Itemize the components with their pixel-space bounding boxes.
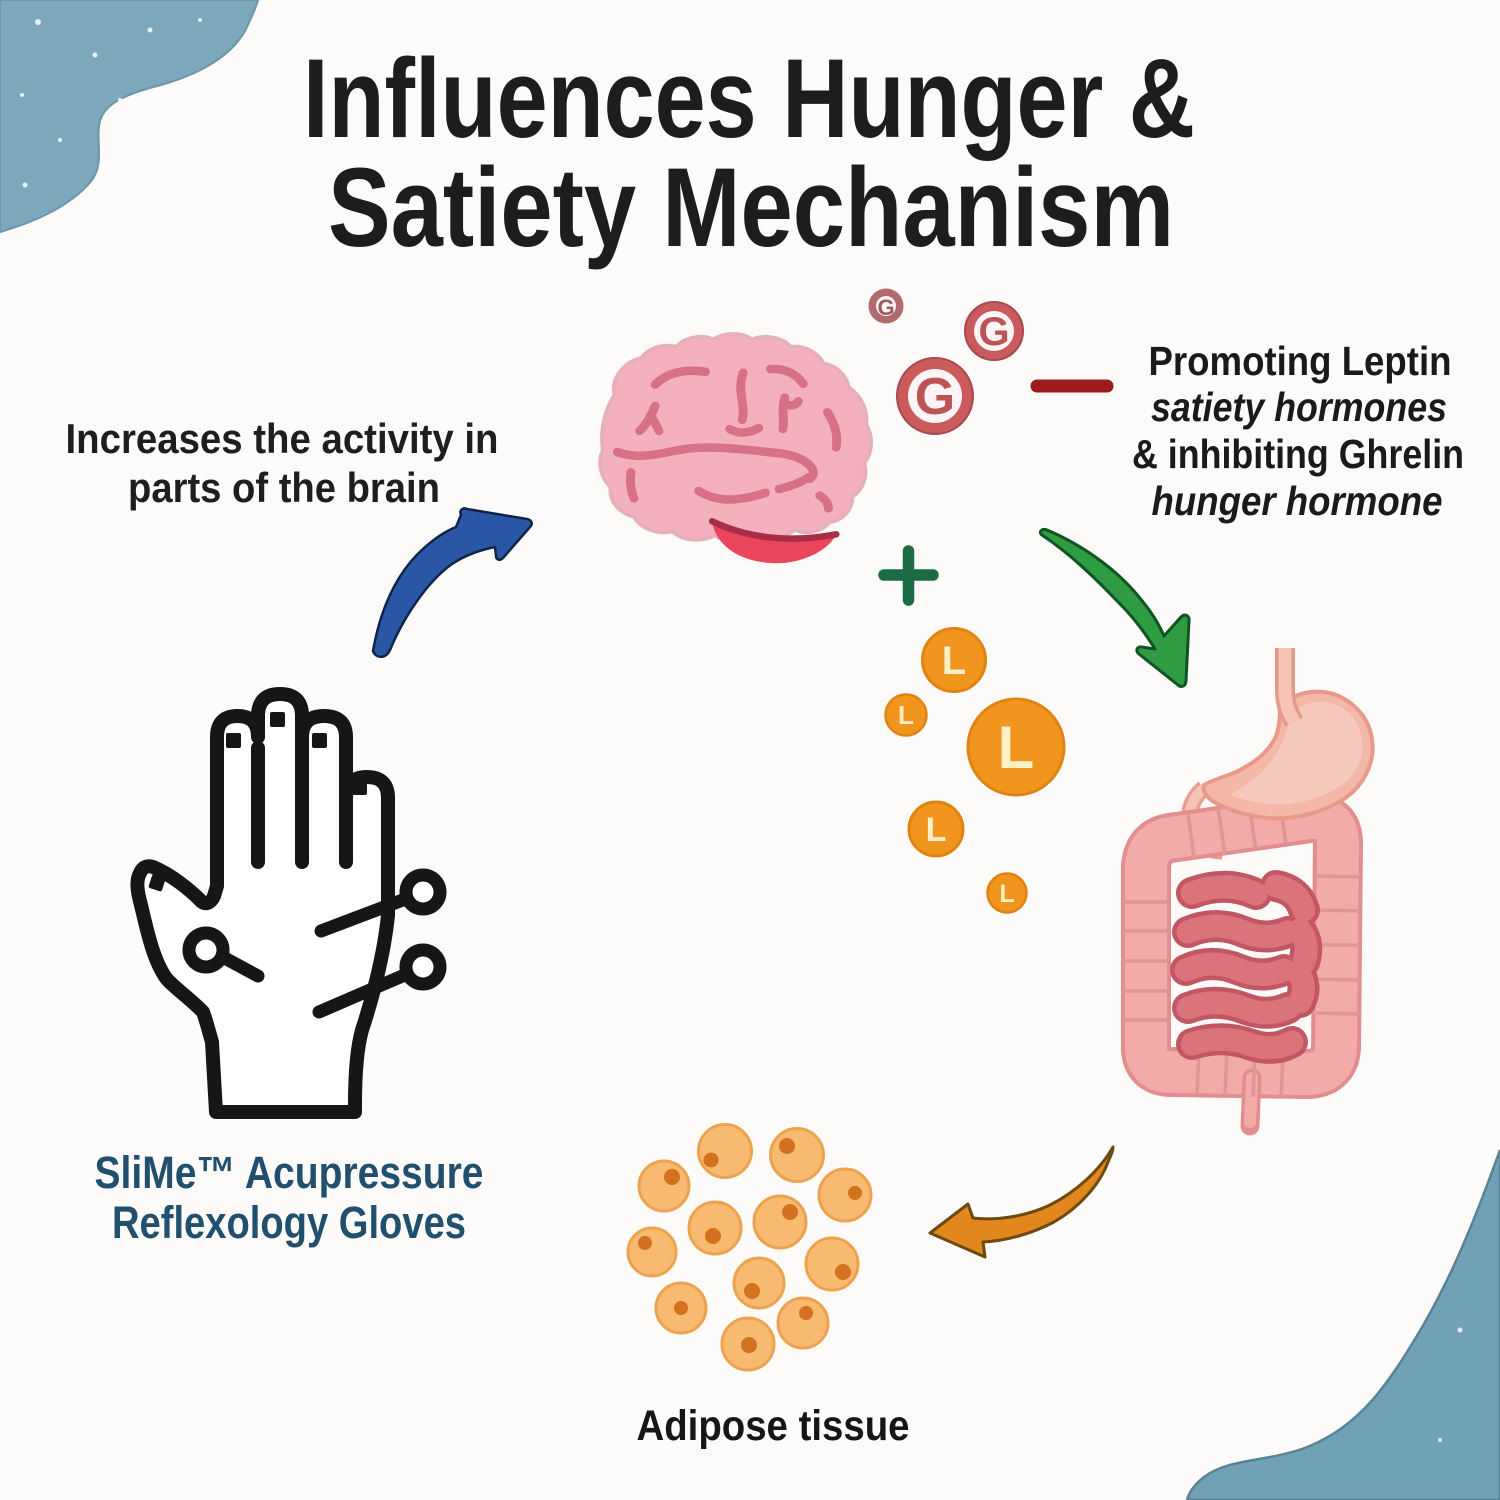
svg-text:L: L [898, 700, 914, 730]
svg-text:hunger hormone: hunger hormone [1152, 478, 1443, 524]
svg-text:Increases the activity in: Increases the activity in [66, 415, 499, 462]
svg-text:& inhibiting Ghrelin: & inhibiting Ghrelin [1132, 431, 1464, 477]
svg-text:L: L [999, 880, 1014, 908]
svg-text:Reflexology Gloves: Reflexology Gloves [112, 1197, 466, 1248]
svg-text:G: G [877, 295, 894, 320]
svg-text:L: L [926, 811, 947, 849]
svg-text:Adipose tissue: Adipose tissue [637, 1402, 910, 1450]
svg-text:G: G [978, 310, 1009, 354]
svg-text:L: L [942, 639, 966, 683]
svg-text:Promoting Leptin: Promoting Leptin [1149, 338, 1452, 384]
svg-text:parts of the brain: parts of the brain [128, 464, 440, 511]
svg-text:G: G [915, 368, 955, 426]
svg-text:SliMe™ Acupressure: SliMe™ Acupressure [95, 1147, 484, 1198]
svg-text:Satiety Mechanism: Satiety Mechanism [328, 145, 1174, 270]
svg-text:L: L [998, 714, 1035, 781]
svg-text:Influences Hunger &: Influences Hunger & [303, 36, 1195, 161]
svg-text:satiety hormones: satiety hormones [1151, 384, 1447, 430]
